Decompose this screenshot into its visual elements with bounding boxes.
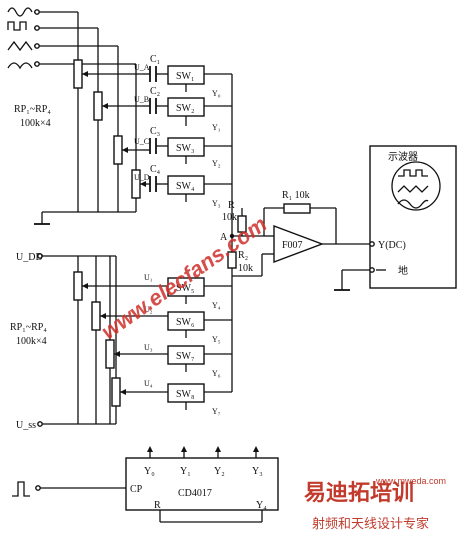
resistor-r1 xyxy=(283,203,311,214)
opamp-f007 xyxy=(273,224,324,264)
sine-wave-icon xyxy=(7,7,33,17)
scope-trace-square xyxy=(398,169,428,177)
potentiometer-rp1 xyxy=(73,59,83,89)
counter-y2: Y₂ xyxy=(214,466,225,477)
voltage-ua: U_A xyxy=(134,63,150,72)
sw7-label: SW₇ xyxy=(176,351,195,362)
square-wave-icon xyxy=(7,21,27,31)
scope-title: 示波器 xyxy=(388,150,418,163)
voltage-uc: U_C xyxy=(134,137,149,146)
bottom-switch-bank xyxy=(167,276,233,410)
r1-label: R₁ 10k xyxy=(282,190,310,201)
ctrl-y6: Y₆ xyxy=(212,369,221,378)
node-a: A xyxy=(220,232,228,243)
input-waveform-icons xyxy=(7,7,33,70)
ctrl-y7: Y₇ xyxy=(212,407,221,416)
voltage-u2: U₂ xyxy=(144,305,153,314)
sw5-label: SW₅ xyxy=(176,283,195,294)
ctrl-y1: Y₁ xyxy=(212,123,221,132)
counter-chip xyxy=(125,457,279,511)
voltage-u3: U₃ xyxy=(144,343,153,352)
potentiometer-rp8 xyxy=(111,377,121,407)
cap-c1-label: C₁ xyxy=(150,54,160,65)
top-potentiometers xyxy=(34,12,146,225)
rp-bottom-value: 100k×4 xyxy=(16,336,47,347)
voltage-ub: U_B xyxy=(134,95,149,104)
cap-c4-label: C₄ xyxy=(150,164,161,175)
sw8-label: SW₈ xyxy=(176,389,195,400)
sw6-label: SW₆ xyxy=(176,317,195,328)
ctrl-y5: Y₅ xyxy=(212,335,221,344)
ctrl-y4: Y₄ xyxy=(212,301,221,310)
top-switch-bank xyxy=(142,65,233,236)
cap-c2-label: C₂ xyxy=(150,86,160,97)
counter-y0: Y₀ xyxy=(144,466,155,477)
sw4-label: SW₄ xyxy=(176,181,195,192)
rp-bottom-label: RP₁~RP₄ xyxy=(10,322,47,333)
watermark-brand: 易迪拓培训 xyxy=(304,480,414,505)
watermark-site: www.mweda.com xyxy=(375,476,446,486)
voltage-u1: U₁ xyxy=(144,273,153,282)
watermark-tagline: 射频和天线设计专家 xyxy=(312,516,429,531)
potentiometer-rp2 xyxy=(93,91,103,121)
voltage-u4: U₄ xyxy=(144,379,153,388)
potentiometer-rp5 xyxy=(73,271,83,301)
oscilloscope-screen xyxy=(391,161,441,211)
scope-trace-triangle xyxy=(397,185,429,193)
opamp-label: F007 xyxy=(282,240,303,251)
ctrl-y3: Y₃ xyxy=(212,199,221,208)
scope-input-label: Y(DC) xyxy=(378,240,406,251)
ctrl-y0: Y₀ xyxy=(212,89,221,98)
r2-value: 10k xyxy=(238,263,253,274)
opamp-section xyxy=(227,203,370,291)
scope-ground-label: 地 xyxy=(398,264,408,277)
sw2-label: SW₂ xyxy=(176,103,195,114)
scope-trace-sine xyxy=(397,199,429,209)
triangle-wave-icon xyxy=(7,40,33,52)
counter-reset-label: R xyxy=(154,500,161,511)
counter-y4-label: Y₄ xyxy=(256,500,267,511)
r-label: R xyxy=(228,200,235,211)
oscilloscope xyxy=(369,145,457,289)
cap-c3-label: C₃ xyxy=(150,126,160,137)
sw1-label: SW₁ xyxy=(176,71,195,82)
oscilloscope-box xyxy=(369,145,457,289)
sw3-label: SW₃ xyxy=(176,143,195,154)
input-wires xyxy=(34,9,136,67)
rp-top-value: 100k×4 xyxy=(20,118,51,129)
counter-y3: Y₃ xyxy=(252,466,263,477)
r2-label: R₂ xyxy=(238,250,248,261)
r-value: 10k xyxy=(222,212,237,223)
sawtooth-wave-icon xyxy=(7,62,33,70)
rp-top-label: RP₁~RP₄ xyxy=(14,104,51,115)
potentiometer-rp3 xyxy=(113,135,123,165)
counter-clock-label: CP xyxy=(130,484,143,495)
uss-label: U_ss xyxy=(16,420,36,431)
counter-y1: Y₁ xyxy=(180,466,191,477)
ctrl-y2: Y₂ xyxy=(212,159,221,168)
voltage-ud: U_D xyxy=(134,173,150,182)
cd4017-counter xyxy=(12,446,279,523)
udd-label: U_DD xyxy=(16,252,43,263)
counter-name: CD4017 xyxy=(178,488,212,499)
clock-pulse-icon xyxy=(12,481,30,497)
bottom-rails xyxy=(37,253,168,427)
